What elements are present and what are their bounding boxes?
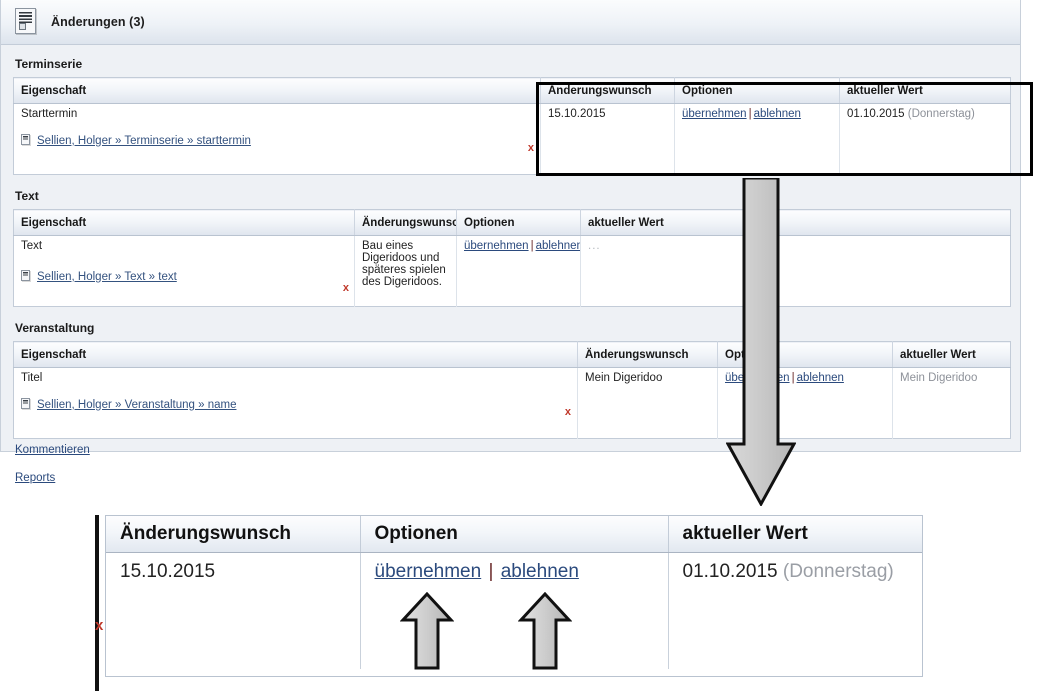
changes-panel: Änderungen (3) Terminserie Eigenschaft Ä… (0, 0, 1021, 484)
current-value-note: (Donnerstag) (907, 108, 975, 120)
table-row: Text Sellien, Holger » Text » text x Bau… (13, 235, 1011, 307)
property-name: Starttermin (21, 108, 78, 120)
current-value: Mein Digeridoo (900, 372, 978, 384)
property-name: Text (21, 240, 43, 252)
column-header-optionen: Optionen (456, 209, 581, 236)
reject-link[interactable]: ablehnen (500, 561, 579, 582)
column-header-optionen: Optionen (360, 516, 669, 553)
table-header-row: Eigenschaft Änderungswunsch Optionen akt… (13, 209, 1011, 236)
property-trail[interactable]: Sellien, Holger » Veranstaltung » name (21, 398, 571, 411)
column-header-aktueller-wert: aktueller Wert (839, 77, 1011, 104)
callout-border-left (95, 515, 99, 691)
cell-aenderungswunsch: Mein Digeridoo (577, 367, 718, 439)
panel-body: Terminserie Eigenschaft Änderungswunsch … (1, 45, 1020, 484)
column-header-aktueller-wert: aktueller Wert (668, 516, 922, 553)
column-header-optionen: Optionen (717, 341, 893, 368)
column-header-aenderungswunsch: Änderungswunsch (577, 341, 718, 368)
cell-aenderungswunsch: 15.10.2015 (106, 552, 361, 669)
cell-eigenschaft: Titel Sellien, Holger » Veranstaltung » … (13, 367, 578, 439)
cell-aktueller-wert: 01.10.2015 (Donnerstag) (839, 103, 1011, 175)
section-title-text: Text (15, 189, 39, 203)
callout-panel: Änderungswunsch Optionen aktueller Wert … (105, 515, 923, 677)
property-name: Titel (21, 372, 43, 384)
document-icon (21, 398, 32, 411)
reports-link[interactable]: Reports (15, 472, 56, 484)
current-value: 01.10.2015 (682, 561, 778, 582)
table-text: Eigenschaft Änderungswunsch Optionen akt… (13, 209, 1011, 307)
table-header-row: Änderungswunsch Optionen aktueller Wert (106, 516, 922, 553)
callout-table: Änderungswunsch Optionen aktueller Wert … (106, 516, 922, 669)
column-header-eigenschaft: Eigenschaft (13, 209, 355, 236)
table-row: Starttermin Sellien, Holger » Terminseri… (13, 103, 1011, 175)
remove-marker-icon[interactable]: x (527, 142, 534, 154)
cell-aktueller-wert: ... (580, 235, 1011, 307)
trail-link[interactable]: Sellien, Holger » Terminserie » startter… (37, 134, 251, 147)
cell-eigenschaft: Text Sellien, Holger » Text » text x (13, 235, 355, 307)
cell-aktueller-wert: Mein Digeridoo (892, 367, 1011, 439)
cell-optionen: übernehmen|ablehnen (456, 235, 581, 307)
column-header-aktueller-wert: aktueller Wert (892, 341, 1011, 368)
current-value: ... (588, 240, 601, 252)
reject-link[interactable]: ablehnen (796, 372, 844, 384)
option-separator: | (488, 561, 494, 582)
property-trail[interactable]: Sellien, Holger » Text » text (21, 270, 348, 283)
accept-link[interactable]: übernehmen (464, 240, 529, 252)
column-header-eigenschaft: Eigenschaft (13, 341, 578, 368)
changes-document-icon (15, 8, 39, 36)
column-header-aenderungswunsch: Änderungswunsch (540, 77, 675, 104)
accept-link[interactable]: übernehmen (682, 108, 747, 120)
cell-eigenschaft: Starttermin Sellien, Holger » Terminseri… (13, 103, 541, 175)
remove-marker-icon[interactable]: x (95, 617, 104, 634)
current-value: 01.10.2015 (847, 108, 905, 120)
document-icon (21, 134, 32, 147)
option-separator: | (748, 108, 752, 120)
table-row: 15.10.2015 übernehmen | ablehnen 01.10.2… (106, 552, 922, 670)
cell-aktueller-wert: 01.10.2015 (Donnerstag) (668, 553, 922, 670)
table-header-row: Eigenschaft Änderungswunsch Optionen akt… (13, 77, 1011, 104)
table-row: Titel Sellien, Holger » Veranstaltung » … (13, 367, 1011, 439)
column-header-optionen: Optionen (674, 77, 840, 104)
option-separator: | (530, 240, 534, 252)
kommentieren-link[interactable]: Kommentieren (15, 444, 90, 456)
trail-link[interactable]: Sellien, Holger » Text » text (37, 270, 177, 283)
column-header-eigenschaft: Eigenschaft (13, 77, 541, 104)
current-value-note: (Donnerstag) (782, 561, 894, 582)
remove-marker-icon[interactable]: x (564, 406, 571, 418)
table-veranstaltung: Eigenschaft Änderungswunsch Optionen akt… (13, 341, 1011, 439)
trail-link[interactable]: Sellien, Holger » Veranstaltung » name (37, 398, 237, 411)
table-terminserie: Eigenschaft Änderungswunsch Optionen akt… (13, 77, 1011, 175)
option-separator: | (791, 372, 795, 384)
cell-optionen: übernehmen|ablehnen (674, 103, 840, 175)
cell-optionen: übernehmen | ablehnen (360, 552, 669, 669)
page-title: Änderungen (3) (51, 15, 145, 29)
document-icon (21, 270, 32, 283)
bottom-links: Kommentieren Reports (13, 442, 1008, 484)
cell-aenderungswunsch: 15.10.2015 (540, 103, 675, 175)
column-header-aktueller-wert: aktueller Wert (580, 209, 1011, 236)
column-header-aenderungswunsch: Änderungswunsch (106, 516, 361, 553)
cell-aenderungswunsch: Bau eines Digeridoos und späteres spiele… (354, 235, 457, 307)
remove-marker-icon[interactable]: x (342, 282, 349, 294)
reject-link[interactable]: ablehnen (535, 240, 581, 252)
section-title-veranstaltung: Veranstaltung (15, 321, 95, 335)
reject-link[interactable]: ablehnen (753, 108, 801, 120)
cell-optionen: übernehmen|ablehnen (717, 367, 893, 439)
column-header-aenderungswunsch: Änderungswunsch (354, 209, 457, 236)
accept-link[interactable]: übernehmen (374, 561, 482, 582)
panel-header: Änderungen (3) (1, 0, 1020, 45)
table-header-row: Eigenschaft Änderungswunsch Optionen akt… (13, 341, 1011, 368)
accept-link[interactable]: übernehmen (725, 372, 790, 384)
property-trail[interactable]: Sellien, Holger » Terminserie » startter… (21, 134, 534, 147)
section-title-terminserie: Terminserie (15, 57, 83, 71)
magnified-callout: Änderungswunsch Optionen aktueller Wert … (95, 515, 1030, 691)
